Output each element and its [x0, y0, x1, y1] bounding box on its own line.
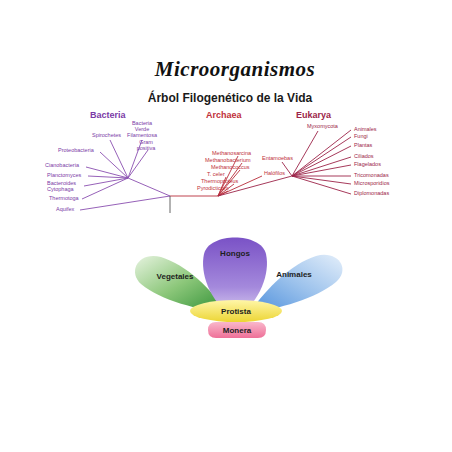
domain-label: Eukarya: [296, 111, 346, 120]
taxon-label: Methanosarcina: [212, 151, 262, 157]
taxon-label: Pyrodicticum: [197, 186, 242, 192]
node-label: Protista: [221, 307, 251, 316]
kingdom-box: Monera: [208, 322, 266, 338]
node-label: Monera: [223, 326, 251, 335]
taxon-label: Methanobacterium: [205, 158, 260, 164]
node-label: Animales: [276, 270, 312, 279]
taxon-label: Thermoproteus: [201, 179, 246, 185]
domain-label: Bacteria: [90, 111, 140, 120]
page-title: Microorganismos: [110, 57, 360, 82]
taxon-label: Entamoebas: [262, 156, 302, 162]
taxon-label: Ciliados: [354, 154, 394, 160]
subtitle: Árbol Filogenético de la Vida: [105, 92, 355, 105]
node-label: Hongos: [220, 249, 250, 258]
archaea-branches: [170, 156, 262, 196]
taxon-label: Diplomonadas: [354, 191, 399, 197]
tree-root: [170, 196, 171, 213]
taxon-label: Animales: [354, 127, 394, 133]
taxon-label: Halófilos: [264, 171, 304, 177]
kingdom-ellipse: Protista: [190, 300, 282, 322]
node-label: Vegetales: [157, 272, 194, 281]
taxon-label: Flagelados: [354, 162, 394, 168]
taxon-label: Methanococcus: [211, 165, 261, 171]
taxon-label: T. celer: [207, 172, 237, 178]
taxon-label: Myxomycota: [307, 124, 347, 130]
node-shape: [208, 322, 266, 338]
taxon-label: Plantas: [354, 143, 394, 149]
taxon-label: Gram positiva: [134, 140, 158, 152]
domain-label: Archaea: [206, 111, 256, 120]
taxon-label: Thermotoga: [49, 196, 89, 202]
taxon-label: Proteobacteria: [58, 148, 103, 154]
taxon-label: Spirochetes: [92, 133, 132, 139]
taxon-label: Planctomyces: [47, 173, 92, 179]
taxon-label: Fungi: [354, 134, 394, 140]
taxon-label: Tricomonadas: [354, 173, 399, 179]
taxon-label: Cianobacteria: [45, 163, 90, 169]
taxon-label: Aquifex: [56, 207, 96, 213]
taxon-label: Bacteria Verde Filamentosa: [127, 121, 157, 138]
taxon-label: Bacteroides Cytophaga: [47, 181, 83, 193]
node-shape: [190, 300, 282, 322]
taxon-label: Microsporidios: [354, 181, 404, 187]
